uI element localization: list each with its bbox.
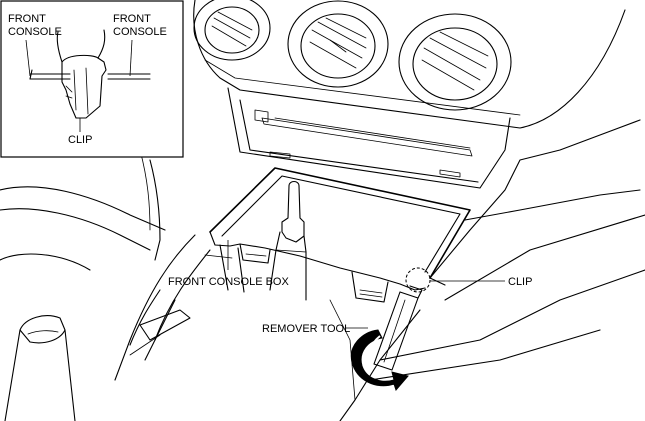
inset-front-console-left-label: FRONT CONSOLE xyxy=(8,13,62,38)
remover-tool-label: REMOVER TOOL xyxy=(262,323,350,335)
inset-detail xyxy=(0,0,184,158)
seat-belt-buckle xyxy=(4,315,76,421)
clip-label: CLIP xyxy=(508,276,532,288)
air-vent-center xyxy=(287,0,389,88)
front-console-box xyxy=(204,167,471,303)
air-vent-right xyxy=(398,13,512,111)
dashboard-vents xyxy=(193,0,626,129)
inset-front-console-right-label: FRONT CONSOLE xyxy=(113,13,167,38)
lower-console xyxy=(114,119,645,421)
leader-lines xyxy=(25,39,505,329)
shift-lever xyxy=(269,180,307,301)
audio-unit xyxy=(227,87,511,189)
clip-highlight-circle xyxy=(405,267,431,293)
inset-clip-label: CLIP xyxy=(68,134,92,146)
air-vent-left xyxy=(193,0,271,61)
seat-left xyxy=(0,149,166,271)
front-console-box-label: FRONT CONSOLE BOX xyxy=(168,276,289,288)
remover-tool xyxy=(373,285,423,371)
rotation-arrow-icon xyxy=(350,329,409,391)
